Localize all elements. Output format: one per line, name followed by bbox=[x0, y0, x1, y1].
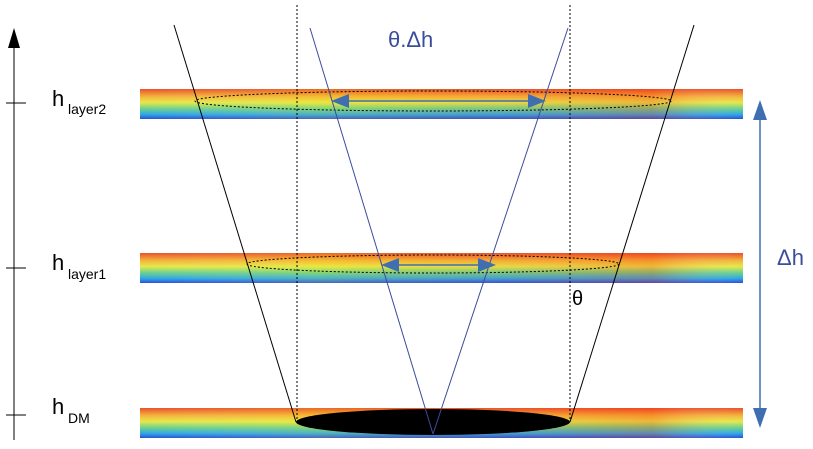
fov-line-right bbox=[569, 24, 695, 423]
layer1-band bbox=[140, 253, 743, 283]
theta-label: θ bbox=[572, 288, 583, 310]
h-layer2-subscript: layer2 bbox=[68, 101, 106, 117]
h-layer2-label: h bbox=[52, 86, 64, 111]
h-dm-label: h bbox=[52, 394, 64, 419]
shift-arrow-layer2 bbox=[331, 94, 546, 108]
h-dm-subscript: DM bbox=[68, 410, 90, 426]
h-layer1-label: h bbox=[52, 250, 64, 275]
fov-line-left bbox=[173, 24, 297, 423]
shift-arrow-layer1 bbox=[381, 258, 496, 272]
layer2-band bbox=[140, 89, 743, 119]
delta-h-label: Δh bbox=[777, 245, 804, 270]
dm-pupil-ellipse bbox=[296, 409, 570, 435]
footprint-ellipse-layer2 bbox=[194, 90, 672, 112]
beam-line-left bbox=[309, 27, 434, 435]
theta-delta-h-label: θ.Δh bbox=[388, 27, 433, 52]
delta-h-arrow bbox=[753, 100, 767, 428]
h-layer1-subscript: layer1 bbox=[68, 266, 106, 282]
beam-line-right bbox=[432, 27, 569, 435]
height-axis-arrowhead bbox=[8, 28, 20, 48]
